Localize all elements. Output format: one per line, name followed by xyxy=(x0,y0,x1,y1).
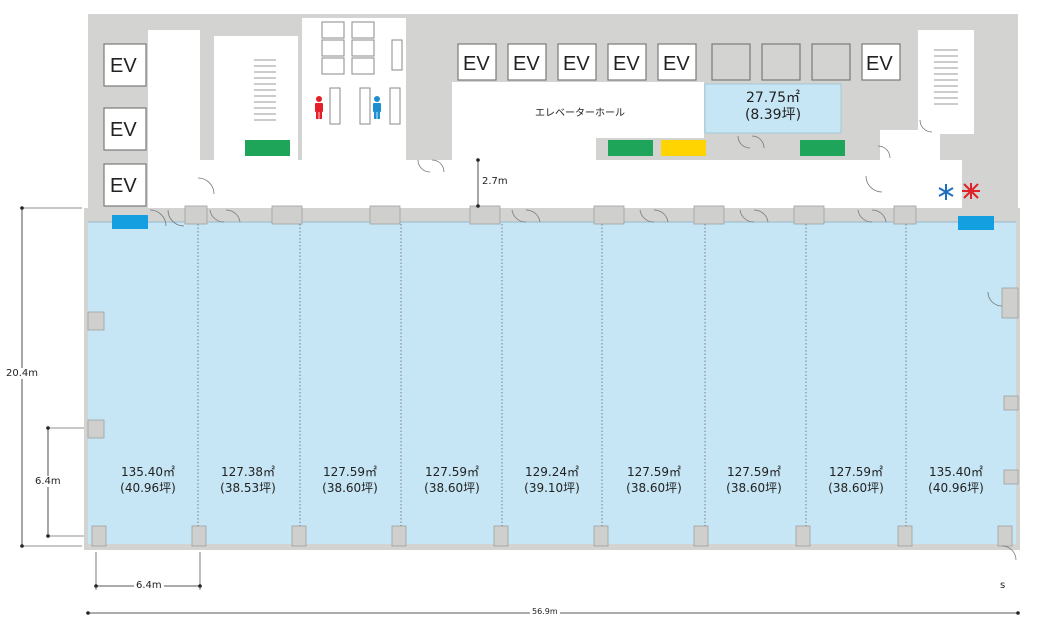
fire-hydrant-left xyxy=(245,140,290,156)
total-width-label: 56.9m xyxy=(530,607,560,616)
left-elevator-shafts xyxy=(103,43,147,207)
top-columns xyxy=(184,205,917,225)
section-area: 127.59㎡(38.60坪) xyxy=(322,465,378,495)
section-area: 127.59㎡(38.60坪) xyxy=(828,465,884,495)
ev-label: EV xyxy=(663,53,690,75)
section-area: 135.40㎡(40.96坪) xyxy=(928,465,984,495)
ev-label: EV xyxy=(613,53,640,75)
male-restroom-icon xyxy=(315,96,323,119)
hall-area-value: 27.75㎡ xyxy=(745,90,801,106)
section-area: 127.59㎡(38.60坪) xyxy=(424,465,480,495)
ev-label: EV xyxy=(866,53,893,75)
office-area xyxy=(88,222,1016,544)
hall-area xyxy=(705,84,841,133)
stair-right-steps xyxy=(934,49,958,105)
ev-label: EV xyxy=(110,55,137,77)
ev-label: EV xyxy=(563,53,590,75)
stair-right xyxy=(918,30,974,134)
ev-label: EV xyxy=(110,175,137,197)
pipe-shaft-right xyxy=(958,216,994,230)
side-columns xyxy=(87,287,1019,485)
alarm-panel xyxy=(661,140,706,156)
toilet-stalls xyxy=(321,21,403,125)
corridor-width-label: 2.7m xyxy=(482,176,508,187)
female-restroom-icon xyxy=(373,96,381,119)
fire-hydrant-right xyxy=(800,140,845,156)
heat-icon xyxy=(962,183,980,199)
section-area: 127.59㎡(38.60坪) xyxy=(626,465,682,495)
door-swings xyxy=(149,119,1017,561)
hall-area-border xyxy=(704,83,842,134)
elevator-hall-floor xyxy=(452,82,704,138)
hall-area-tsubo: (8.39坪) xyxy=(744,107,802,123)
hall-area-label: 27.75㎡ (8.39坪) xyxy=(705,90,841,124)
section-area: 129.24㎡(39.10坪) xyxy=(524,465,580,495)
fire-hydrant-mid xyxy=(608,140,653,156)
elevator-hall-lower xyxy=(452,136,596,166)
corridor-right-wing xyxy=(880,130,940,180)
ev-label: EV xyxy=(513,53,540,75)
corridor-left-wing xyxy=(148,30,200,170)
depth-label: 20.4m xyxy=(6,368,39,379)
ev-label: EV xyxy=(110,119,137,141)
pipe-shaft-left xyxy=(112,215,148,229)
section-area: 127.59㎡(38.60坪) xyxy=(726,465,782,495)
stair-left-steps xyxy=(254,59,276,121)
section-dividers xyxy=(197,224,907,526)
bay-width-label: 6.4m xyxy=(134,580,164,591)
ev-label: EV xyxy=(463,53,490,75)
corridor xyxy=(148,160,962,208)
restrooms xyxy=(302,18,406,162)
section-area: 135.40㎡(40.96坪) xyxy=(120,465,176,495)
bottom-columns xyxy=(91,525,1013,547)
snowflake-icon xyxy=(938,184,954,200)
top-elevator-shafts xyxy=(457,43,901,81)
elevator-hall-label: エレベーターホール xyxy=(535,108,625,119)
section-area: 127.38㎡(38.53坪) xyxy=(220,465,276,495)
bay-height-label: 6.4m xyxy=(35,476,61,487)
marker-label: s xyxy=(1000,580,1006,591)
